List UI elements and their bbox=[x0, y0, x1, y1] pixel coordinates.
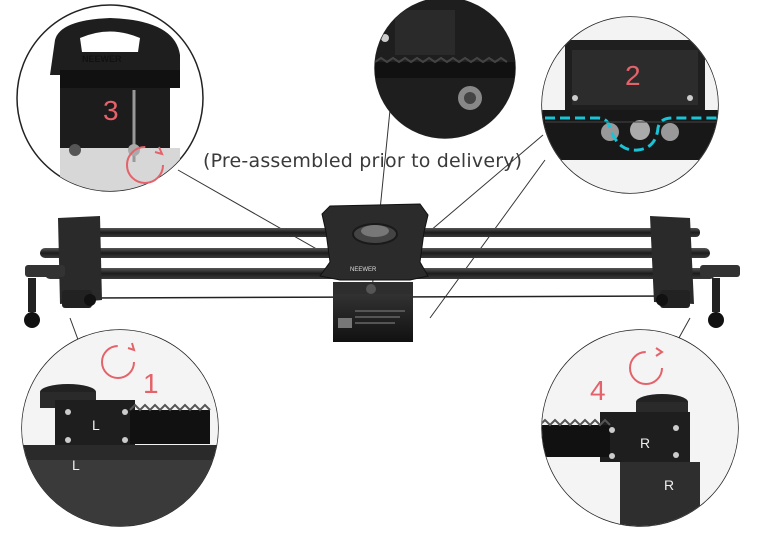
detail-circle-4: R R bbox=[541, 329, 739, 527]
left-label-lower: L bbox=[72, 457, 80, 473]
right-label: R bbox=[640, 435, 650, 451]
carriage-brand: NEEWER bbox=[350, 267, 377, 273]
detail-circle-belt-top bbox=[374, 0, 516, 139]
step-number-1: 1 bbox=[143, 368, 159, 399]
step-number-3: 3 bbox=[103, 95, 119, 126]
camera-slider: NEEWER bbox=[24, 203, 740, 342]
step-number-2: 2 bbox=[625, 60, 641, 91]
right-label-lower: R bbox=[664, 477, 674, 493]
detail-circle-2 bbox=[541, 16, 719, 194]
detail-circle-3: NEEWER bbox=[16, 4, 204, 192]
left-label: L bbox=[92, 417, 100, 433]
detail-circle-1: L L bbox=[21, 329, 219, 527]
bracket-brand: NEEWER bbox=[82, 54, 122, 64]
step-number-4: 4 bbox=[590, 375, 606, 406]
preassembled-caption: (Pre-assembled prior to delivery) bbox=[203, 150, 523, 172]
